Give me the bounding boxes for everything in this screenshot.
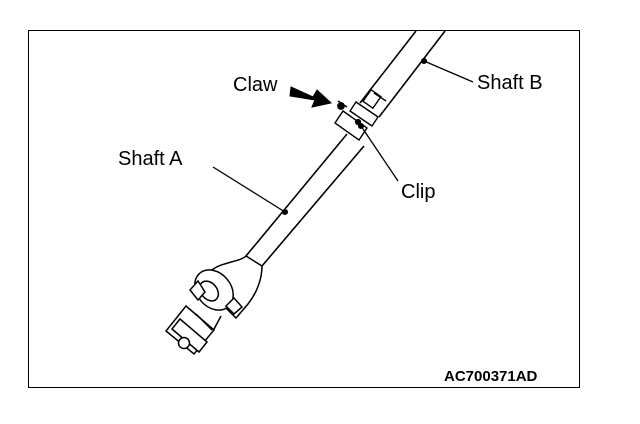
claw-label: Claw <box>233 74 278 96</box>
shaft-a <box>245 133 365 267</box>
diagram-frame <box>28 30 580 388</box>
universal-joint <box>164 255 263 356</box>
clip-label: Clip <box>401 181 436 203</box>
figure-code: AC700371AD <box>444 368 538 385</box>
shaft-b-label: Shaft B <box>477 72 543 94</box>
shaft-b <box>359 30 446 118</box>
arrow-icon <box>289 86 333 108</box>
shaft-a-label: Shaft A <box>118 148 183 170</box>
leader-lines <box>212 57 474 216</box>
clip-assembly <box>334 88 387 141</box>
